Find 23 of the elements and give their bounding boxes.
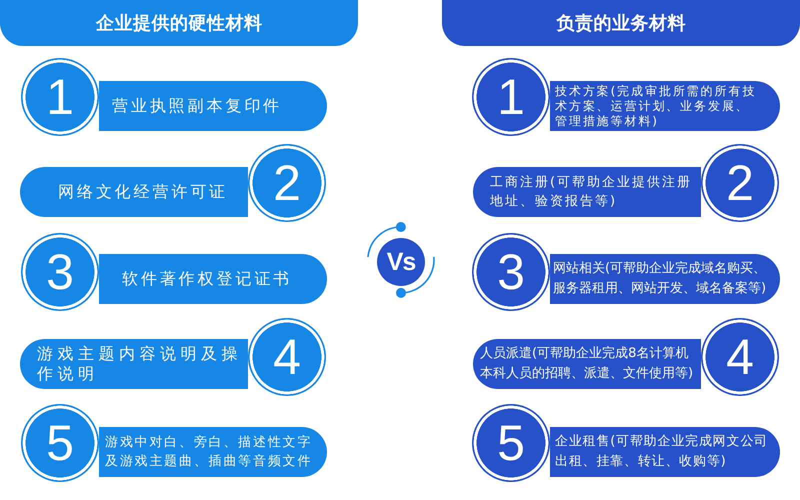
number-circle: 4 xyxy=(248,318,326,396)
header-banner: 企业提供的硬性材料 xyxy=(0,0,358,46)
number-circle: 2 xyxy=(701,144,779,222)
number-circle: 2 xyxy=(248,144,326,222)
number-circle: 3 xyxy=(472,233,550,311)
info-pill: 网站相关(可帮助企业完成域名购买、服务器租用、网站开发、域名备案等) xyxy=(550,254,780,304)
info-pill: 网络文化经营许可证 xyxy=(20,167,248,217)
info-pill: 企业租售(可帮助企业完成网文公司出租、挂靠、转让、收购等) xyxy=(550,427,780,477)
info-pill: 技术方案(完成审批所需的所有技术方案、运营计划、业务发展、管理措施等材料) xyxy=(550,81,780,131)
number-circle: 5 xyxy=(21,404,99,482)
info-pill: 工商注册(可帮助企业提供注册地址、验资报告等) xyxy=(473,167,701,217)
header-banner: 负责的业务材料 xyxy=(442,0,800,46)
vs-badge: Vs xyxy=(377,238,425,286)
info-pill: 人员派遣(可帮助企业完成8名计算机本科人员的招聘、派遣、文件使用等) xyxy=(473,339,701,389)
number-circle: 1 xyxy=(472,58,550,136)
info-pill: 游戏主题内容说明及操作说明 xyxy=(20,339,248,389)
number-circle: 4 xyxy=(701,318,779,396)
number-circle: 3 xyxy=(21,233,99,311)
info-pill: 营业执照副本复印件 xyxy=(99,81,327,131)
number-circle: 1 xyxy=(21,58,99,136)
number-circle: 5 xyxy=(472,404,550,482)
info-pill: 游戏中对白、旁白、描述性文字及游戏主题曲、插曲等音频文件 xyxy=(99,427,327,477)
info-pill: 软件著作权登记证书 xyxy=(99,254,327,304)
